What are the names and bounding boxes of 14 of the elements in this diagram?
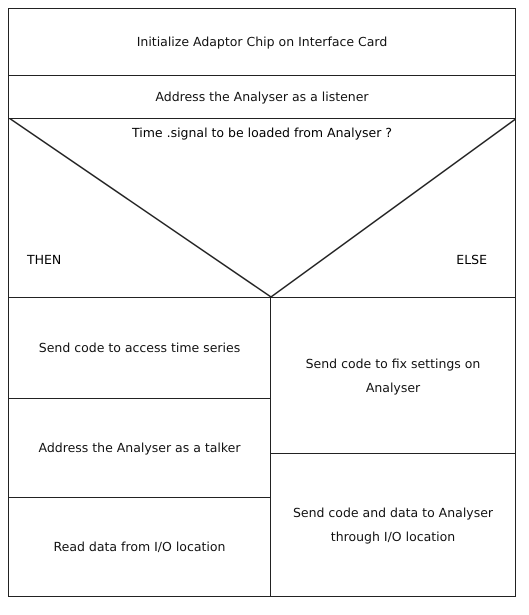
condition-text: Time .signal to be loaded from Analyser ? (131, 125, 393, 140)
process-box (270, 453, 516, 597)
process-box (8, 8, 516, 76)
step-text: Address the Analyser as a listener (154, 88, 370, 106)
step-text: Address the Analyser as a talker (38, 439, 242, 458)
step-text: Initialize Adaptor Chip on Interface Card (136, 33, 388, 52)
branch-label: ELSE (456, 252, 487, 267)
step-text: Read data from I/O location (52, 538, 226, 556)
branch-label: THEN (27, 252, 62, 267)
step-text: Send code to access time series (38, 339, 242, 358)
process-box (8, 75, 516, 119)
process-box (8, 497, 271, 597)
step-text: Send code and data to Analyser through I/O location (292, 504, 494, 546)
step-text: Send code to fix settings on Analyser (304, 354, 482, 397)
